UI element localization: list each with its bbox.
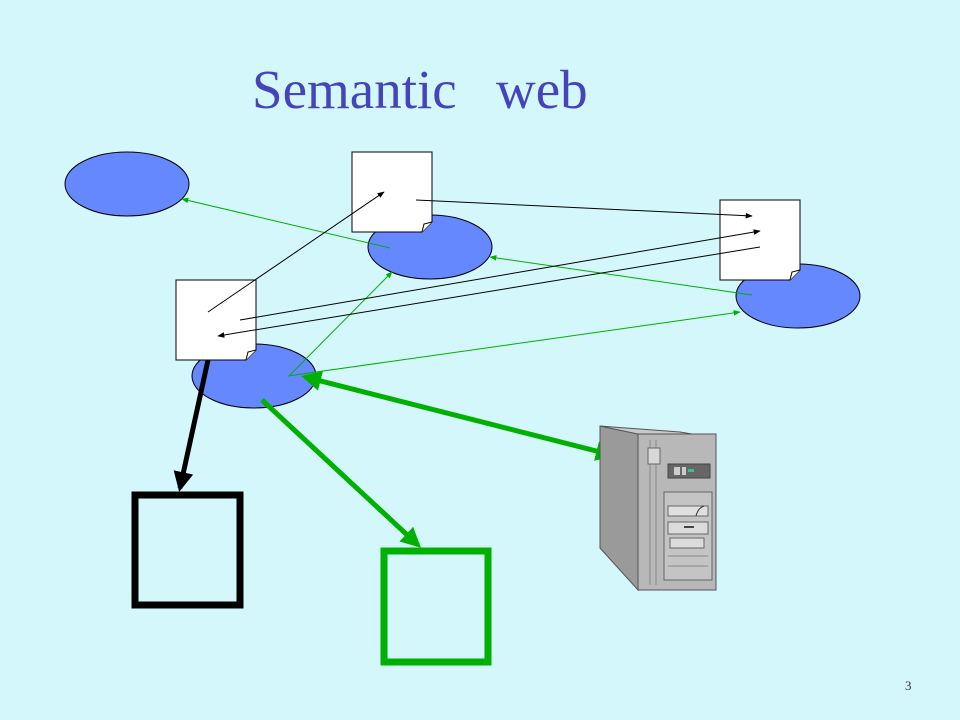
document-page-center-fold bbox=[421, 221, 433, 233]
black-link-right-to-left-doc bbox=[217, 246, 761, 338]
thick-green-arrow-to-square bbox=[260, 398, 421, 548]
document-page-center bbox=[351, 151, 433, 233]
green-link-right-to-center bbox=[489, 255, 753, 296]
slide-title-word-2: web bbox=[496, 59, 588, 120]
black-link-center-doc-to-right-doc bbox=[415, 199, 753, 219]
document-page-left-fold bbox=[245, 349, 257, 361]
slide-title-word-1: Semantic bbox=[252, 59, 457, 120]
green-link-lowerleft-to-center bbox=[289, 271, 393, 376]
document-page-left bbox=[175, 279, 257, 361]
green-link-lowerleft-to-right bbox=[287, 310, 741, 377]
black-link-left-to-right-doc bbox=[239, 229, 761, 321]
node-ellipse-top-left bbox=[64, 151, 190, 217]
thick-green-arrow-double bbox=[301, 371, 616, 461]
page-number: 3 bbox=[905, 678, 912, 693]
green-square bbox=[380, 547, 492, 666]
black-square bbox=[131, 491, 244, 609]
server-tower-icon bbox=[599, 425, 717, 592]
thick-black-arrow bbox=[173, 359, 211, 492]
document-page-right bbox=[719, 199, 801, 281]
black-link-left-to-center-doc bbox=[207, 191, 385, 313]
document-page-right-fold bbox=[789, 269, 801, 281]
green-link-center-to-topleft bbox=[181, 197, 391, 249]
